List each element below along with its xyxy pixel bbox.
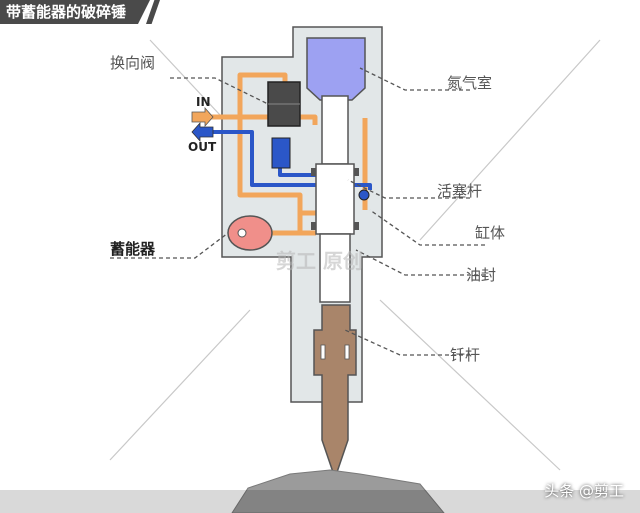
piston-rod-top	[321, 95, 349, 165]
label-nitrogen-chamber: 氮气室	[447, 74, 493, 92]
label-oil-seal: 油封	[466, 266, 497, 284]
seal-ring	[358, 189, 370, 201]
piston-rod-bottom	[319, 233, 351, 303]
label-accumulator: 蓄能器	[110, 240, 156, 258]
valve-spool	[271, 137, 291, 169]
ground-rock	[231, 469, 445, 513]
nitrogen-chamber	[306, 37, 366, 101]
in-arrow-icon	[191, 106, 214, 128]
oil-seals	[311, 168, 359, 230]
label-drill-rod: 钎杆	[450, 346, 481, 364]
out-arrow-icon	[191, 121, 214, 143]
in-port-label: IN	[196, 95, 211, 109]
footer-credit: 头条 @剪工	[544, 482, 624, 500]
piston-head	[315, 163, 355, 235]
watermark: 剪工 原创	[276, 249, 363, 273]
label-piston-rod: 活塞杆	[437, 182, 483, 200]
out-port-label: OUT	[188, 140, 217, 154]
leader-lines	[110, 67, 485, 356]
label-cylinder: 缸体	[475, 224, 506, 242]
label-reversing-valve: 换向阀	[110, 54, 156, 72]
diagram-title: 带蓄能器的破碎锤	[0, 0, 150, 24]
accumulator	[227, 215, 273, 251]
